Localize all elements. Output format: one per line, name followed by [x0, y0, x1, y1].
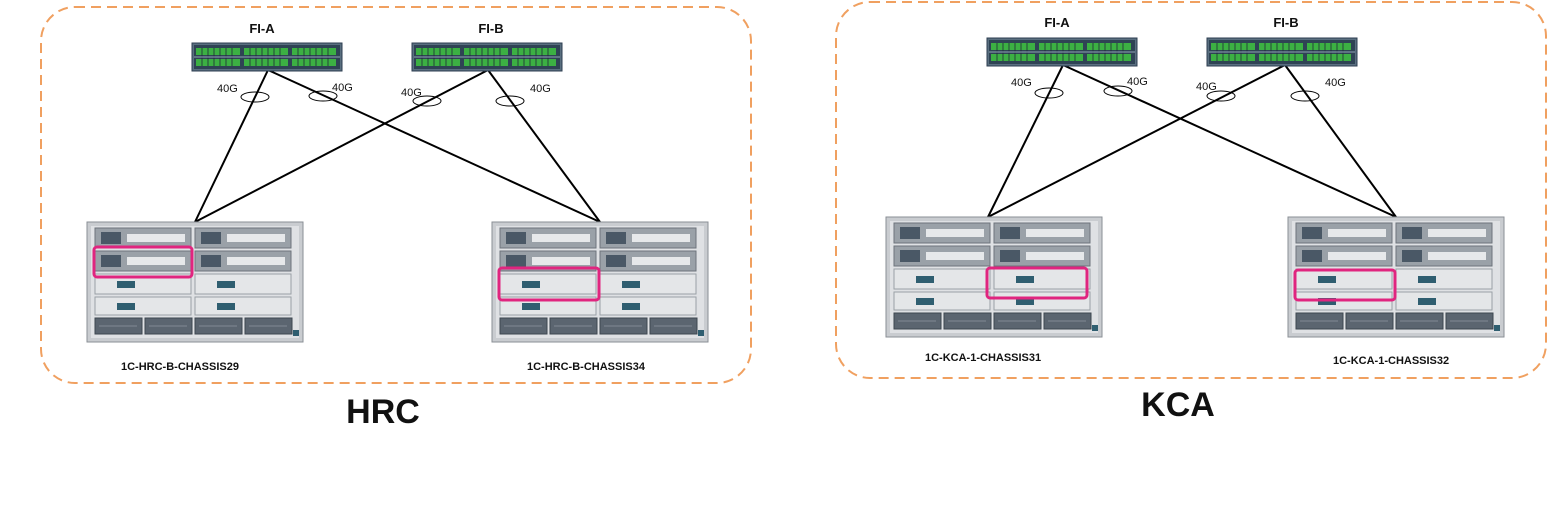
fabric-interconnect-b: [411, 42, 563, 72]
link-speed-label: 40G: [530, 83, 551, 95]
port-channel-ellipse: [308, 90, 338, 102]
site-title: KCA: [1141, 386, 1215, 424]
link-fib-chassis32: [1284, 64, 1397, 218]
site-title: HRC: [346, 393, 420, 431]
fi-a-label: FI-A: [249, 21, 275, 36]
port-channel-ellipse: [1206, 90, 1236, 102]
chassis-31: [885, 216, 1103, 338]
fabric-interconnect-b: [1206, 37, 1358, 67]
uplink-lines: [987, 64, 1397, 218]
fabric-interconnect-a: [191, 42, 343, 72]
site-kca: FI-A FI-B 40G 40G 40G 40G 1C-KCA-1-CHASS…: [835, 1, 1547, 424]
fi-a-label: FI-A: [1044, 15, 1070, 30]
link-fib-chassis31: [987, 64, 1286, 218]
port-channel-ellipse: [495, 95, 525, 107]
highlighted-blade-slot: [92, 245, 194, 279]
link-fib-chassis34: [487, 69, 601, 223]
chassis-label: 1C-HRC-B-CHASSIS29: [121, 361, 239, 373]
fi-b-label: FI-B: [478, 21, 503, 36]
highlighted-blade-slot: [1293, 268, 1397, 302]
fi-b-label: FI-B: [1273, 15, 1298, 30]
port-channel-ellipse: [1034, 87, 1064, 99]
link-fia-chassis34: [267, 69, 601, 223]
uplink-lines: [194, 69, 601, 223]
chassis-label: 1C-KCA-1-CHASSIS32: [1333, 355, 1449, 367]
highlighted-blade-slot: [497, 266, 601, 302]
site-boundary: [835, 1, 1547, 379]
link-fia-chassis32: [1062, 64, 1397, 218]
link-speed-label: 40G: [217, 83, 238, 95]
chassis-label: 1C-KCA-1-CHASSIS31: [925, 352, 1041, 364]
port-channel-ellipse: [412, 95, 442, 107]
link-fib-chassis29: [194, 69, 489, 223]
port-channel-ellipse: [1290, 90, 1320, 102]
link-speed-label: 40G: [1196, 81, 1217, 93]
link-speed-label: 40G: [332, 82, 353, 94]
link-speed-label: 40G: [1127, 76, 1148, 88]
fabric-interconnect-a: [986, 37, 1138, 67]
highlighted-blade-slot: [985, 266, 1089, 300]
link-speed-label: 40G: [1011, 77, 1032, 89]
site-boundary: [40, 6, 752, 384]
chassis-label: 1C-HRC-B-CHASSIS34: [527, 361, 646, 373]
chassis-29: [86, 221, 304, 343]
port-channel-ellipse: [1103, 85, 1133, 97]
site-hrc: FI-A FI-B 40G 40G 40G 40G 1C-HRC-B-CHASS…: [40, 6, 752, 431]
link-speed-label: 40G: [1325, 77, 1346, 89]
link-speed-label: 40G: [401, 87, 422, 99]
link-fia-chassis29: [194, 69, 269, 223]
port-channel-ellipse: [240, 91, 270, 103]
link-fia-chassis31: [987, 64, 1064, 218]
